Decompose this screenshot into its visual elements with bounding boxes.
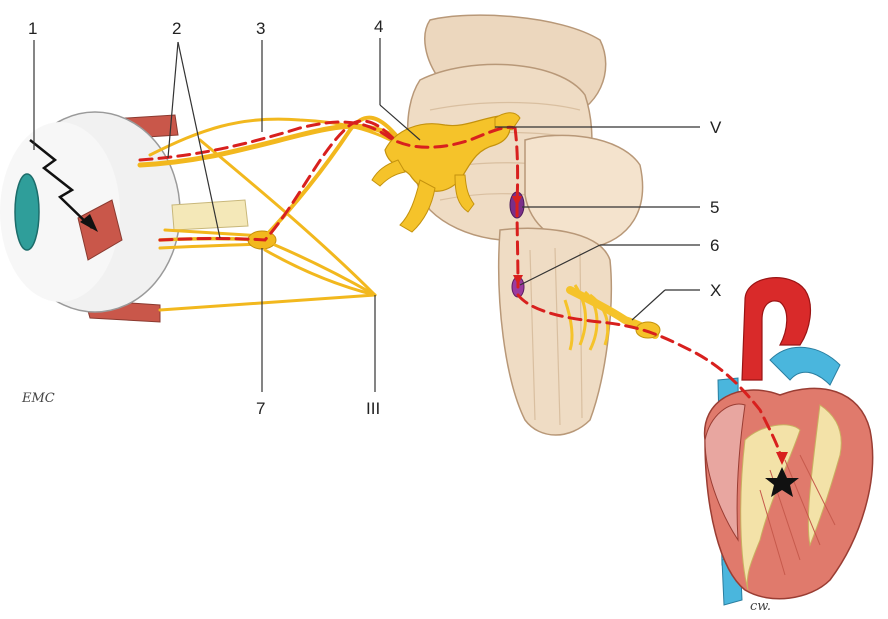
eyeball bbox=[0, 112, 248, 322]
label-x: X bbox=[710, 281, 721, 300]
label-2: 2 bbox=[172, 19, 181, 38]
label-7: 7 bbox=[256, 399, 265, 418]
artist-signature-left: EMC bbox=[21, 391, 55, 406]
label-iii: III bbox=[366, 399, 380, 418]
label-3: 3 bbox=[256, 19, 265, 38]
heart bbox=[705, 278, 873, 605]
label-5: 5 bbox=[710, 198, 719, 217]
label-6: 6 bbox=[710, 236, 719, 255]
label-v: V bbox=[710, 118, 722, 137]
brainstem bbox=[408, 15, 643, 435]
label-1: 1 bbox=[28, 19, 37, 38]
artist-signature-right: cw. bbox=[750, 599, 771, 614]
label-4: 4 bbox=[374, 17, 383, 36]
